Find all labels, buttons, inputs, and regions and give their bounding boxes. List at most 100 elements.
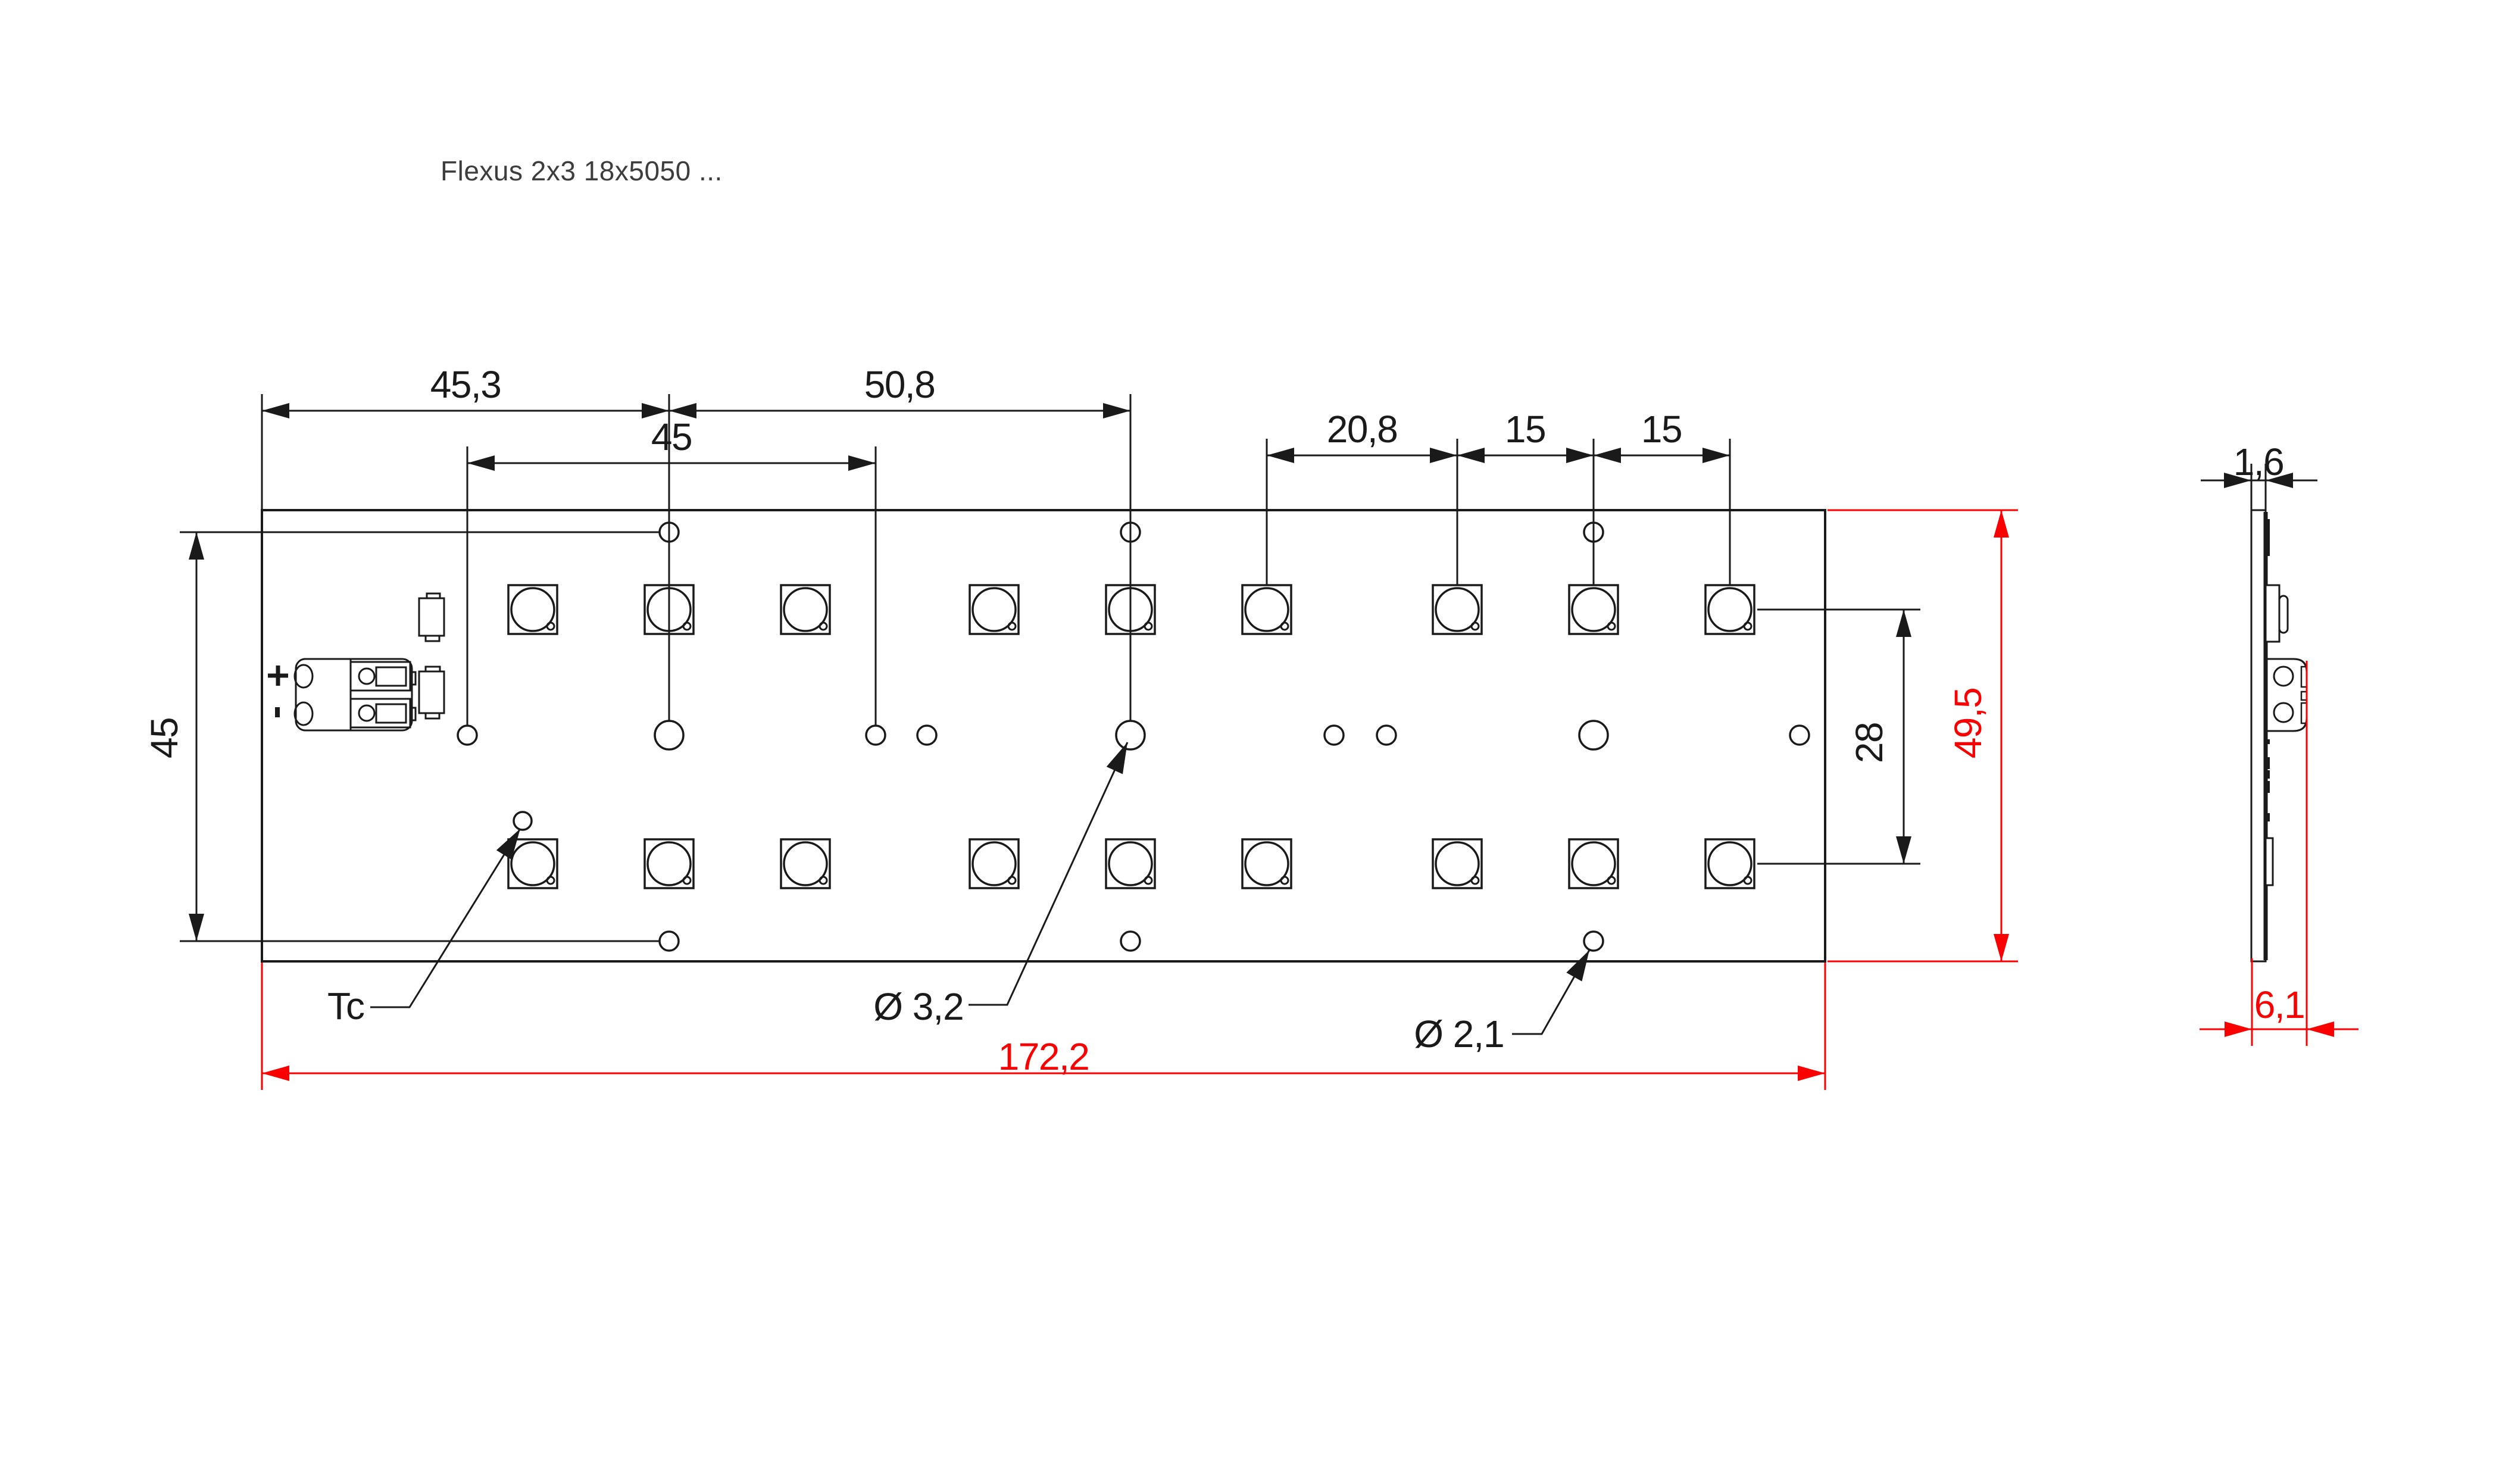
led-5050-package	[969, 584, 1020, 635]
resistor-1	[418, 592, 445, 642]
side-solder-pads	[2266, 739, 2270, 821]
leader-arrowhead-icon	[1566, 950, 1589, 982]
smd-components	[418, 592, 445, 720]
dimension-arrowhead-icon	[1594, 448, 1621, 463]
led-lens	[971, 587, 1017, 632]
dimension-arrowhead-icon	[467, 455, 495, 471]
drawing-title: Flexus 2x3 18x5050 ...	[441, 155, 723, 186]
led-5050-package	[780, 838, 831, 889]
side-connector	[2266, 658, 2308, 732]
side-solder-pad-top	[2266, 519, 2270, 556]
dimension-arrowhead-icon	[2224, 473, 2251, 488]
led-body	[1241, 838, 1292, 889]
leader-label: Ø 3,2	[873, 742, 1129, 1028]
led-body	[1704, 838, 1755, 889]
dimension-arrowhead-icon	[848, 455, 876, 471]
led-lens	[646, 841, 692, 886]
connector-clamp-2	[358, 704, 376, 722]
led-5050-package	[1105, 838, 1156, 889]
leader-arrowhead-icon	[1106, 742, 1127, 774]
led-5050-package	[643, 838, 695, 889]
led-body	[643, 838, 695, 889]
led-5050-package	[1241, 838, 1292, 889]
led-lens	[1435, 841, 1480, 886]
pcb-board-outline	[261, 509, 1826, 963]
led-lens	[783, 841, 828, 886]
dimension-1-6: 1,6	[2201, 440, 2317, 510]
connector-spring-2	[375, 703, 407, 724]
dimension-45: 45	[143, 531, 660, 942]
dimension-arrowhead-icon	[669, 403, 696, 418]
connector-wire-entry-minus	[293, 701, 314, 726]
led-5050-package	[507, 584, 558, 635]
led-cathode-dot-icon	[819, 876, 828, 885]
wiring-hole-small	[1376, 724, 1397, 746]
dimension-arrowhead-icon	[1798, 1066, 1825, 1081]
led-cathode-dot-icon	[1007, 876, 1017, 885]
connector-tab-1	[409, 671, 417, 686]
led-body	[969, 584, 1020, 635]
dimension-arrowhead-icon	[189, 532, 204, 560]
connector-top-view	[293, 658, 417, 732]
led-body	[1432, 838, 1483, 889]
dimension-label: 1,6	[2233, 440, 2283, 483]
wiring-hole-large	[1578, 720, 1609, 751]
led-lens	[971, 841, 1017, 886]
led-lens	[1571, 841, 1616, 886]
led-lens	[783, 587, 828, 632]
led-cathode-dot-icon	[1280, 621, 1289, 631]
dimension-arrowhead-icon	[1702, 448, 1730, 463]
led-lens	[1108, 841, 1153, 886]
dimension-arrowhead-icon	[2307, 1021, 2334, 1037]
led-cathode-dot-icon	[1144, 876, 1153, 885]
connector-tab-2	[409, 707, 417, 721]
dimension-arrowhead-icon	[1994, 510, 2009, 538]
pcb-outline	[261, 509, 1826, 963]
dimension-15: 15	[1457, 408, 1595, 585]
dimension-45: 45	[466, 415, 877, 726]
led-5050-package	[1704, 838, 1755, 889]
led-body	[780, 584, 831, 635]
leader-line	[1512, 949, 1591, 1035]
side-led-row2	[2264, 837, 2274, 886]
led-cathode-dot-icon	[819, 621, 828, 631]
led-5050-package	[969, 838, 1020, 889]
dimension-arrowhead-icon	[1896, 836, 1911, 864]
dimension-arrowhead-icon	[1994, 934, 2009, 961]
dimension-arrowhead-icon	[262, 403, 289, 418]
led-cathode-dot-icon	[1280, 876, 1289, 885]
dimension-label: 15	[1641, 408, 1682, 451]
led-cathode-dot-icon	[546, 876, 555, 885]
dimension-arrowhead-icon	[1267, 448, 1294, 463]
led-cathode-dot-icon	[1743, 621, 1752, 631]
side-pcb-slab	[2250, 509, 2267, 963]
side-led-row1	[2264, 584, 2289, 643]
dimension-label: 15	[1505, 408, 1545, 451]
dimension-arrowhead-icon	[1430, 448, 1457, 463]
wiring-hole-small	[1789, 724, 1810, 746]
led-5050-package	[780, 584, 831, 635]
leader-line	[969, 742, 1129, 1006]
led-5050-package	[1568, 838, 1619, 889]
tc-measure-point-hole	[513, 811, 533, 831]
dimension-arrowhead-icon	[1896, 610, 1911, 637]
led-lens	[1435, 587, 1480, 632]
mounting-hole	[1120, 930, 1141, 952]
leader-label: Ø 2,1	[1414, 1013, 1504, 1055]
led-5050-package	[1432, 838, 1483, 889]
led-cathode-dot-icon	[1607, 621, 1616, 631]
dimension-20-8: 20,8	[1266, 408, 1458, 585]
led-lens	[1571, 587, 1616, 632]
side-view	[2250, 509, 2308, 963]
polarity-marks	[268, 666, 288, 717]
led-lens	[1244, 841, 1289, 886]
connector-clamp-1	[358, 667, 376, 685]
dimension-15: 15	[1594, 408, 1731, 585]
dimension-label: 45	[143, 718, 186, 758]
dimension-arrowhead-icon	[1457, 448, 1485, 463]
dimension-arrowhead-icon	[189, 914, 204, 941]
dimension-label: 45,3	[430, 363, 501, 406]
